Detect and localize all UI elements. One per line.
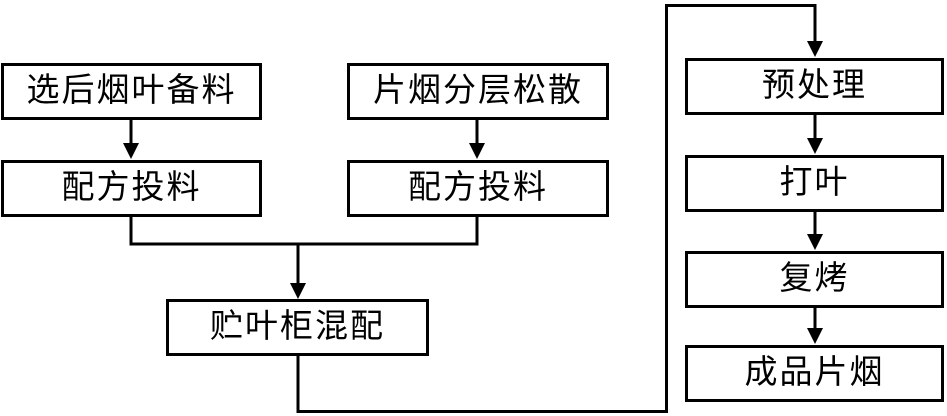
arrowhead-formula-feeding-left [123, 143, 139, 159]
node-label: 片烟分层松散 [373, 73, 583, 109]
node-label: 预处理 [762, 68, 867, 104]
node-redrying: 复烤 [685, 251, 944, 308]
node-threshing: 打叶 [685, 155, 944, 212]
node-label: 成品片烟 [744, 355, 885, 391]
node-label: 贮叶柜混配 [210, 309, 385, 345]
edge-leaf-cabinet-blending-to-pretreatment [296, 4, 817, 413]
arrowhead-leaf-cabinet-blending [290, 283, 306, 299]
arrowhead-redrying [807, 234, 823, 250]
node-label: 配方投料 [408, 170, 548, 206]
node-formula-feeding-left: 配方投料 [1, 160, 262, 217]
arrowhead-formula-feeding-right [469, 143, 485, 159]
node-label: 复烤 [779, 261, 850, 297]
node-pretreatment: 预处理 [685, 58, 944, 115]
arrowhead-threshing [807, 138, 823, 154]
node-label: 选后烟叶备料 [26, 73, 237, 109]
arrowhead-finished-strip [807, 328, 823, 344]
node-strip-layer-loosening: 片烟分层松散 [347, 63, 609, 120]
arrowhead-pretreatment [807, 41, 823, 57]
node-selected-leaf-prep: 选后烟叶备料 [1, 63, 262, 120]
node-label: 打叶 [779, 165, 850, 201]
node-leaf-cabinet-blending: 贮叶柜混配 [166, 299, 429, 356]
node-finished-strip-tobacco: 成品片烟 [685, 345, 944, 402]
node-label: 配方投料 [61, 170, 202, 206]
node-formula-feeding-right: 配方投料 [347, 160, 609, 217]
